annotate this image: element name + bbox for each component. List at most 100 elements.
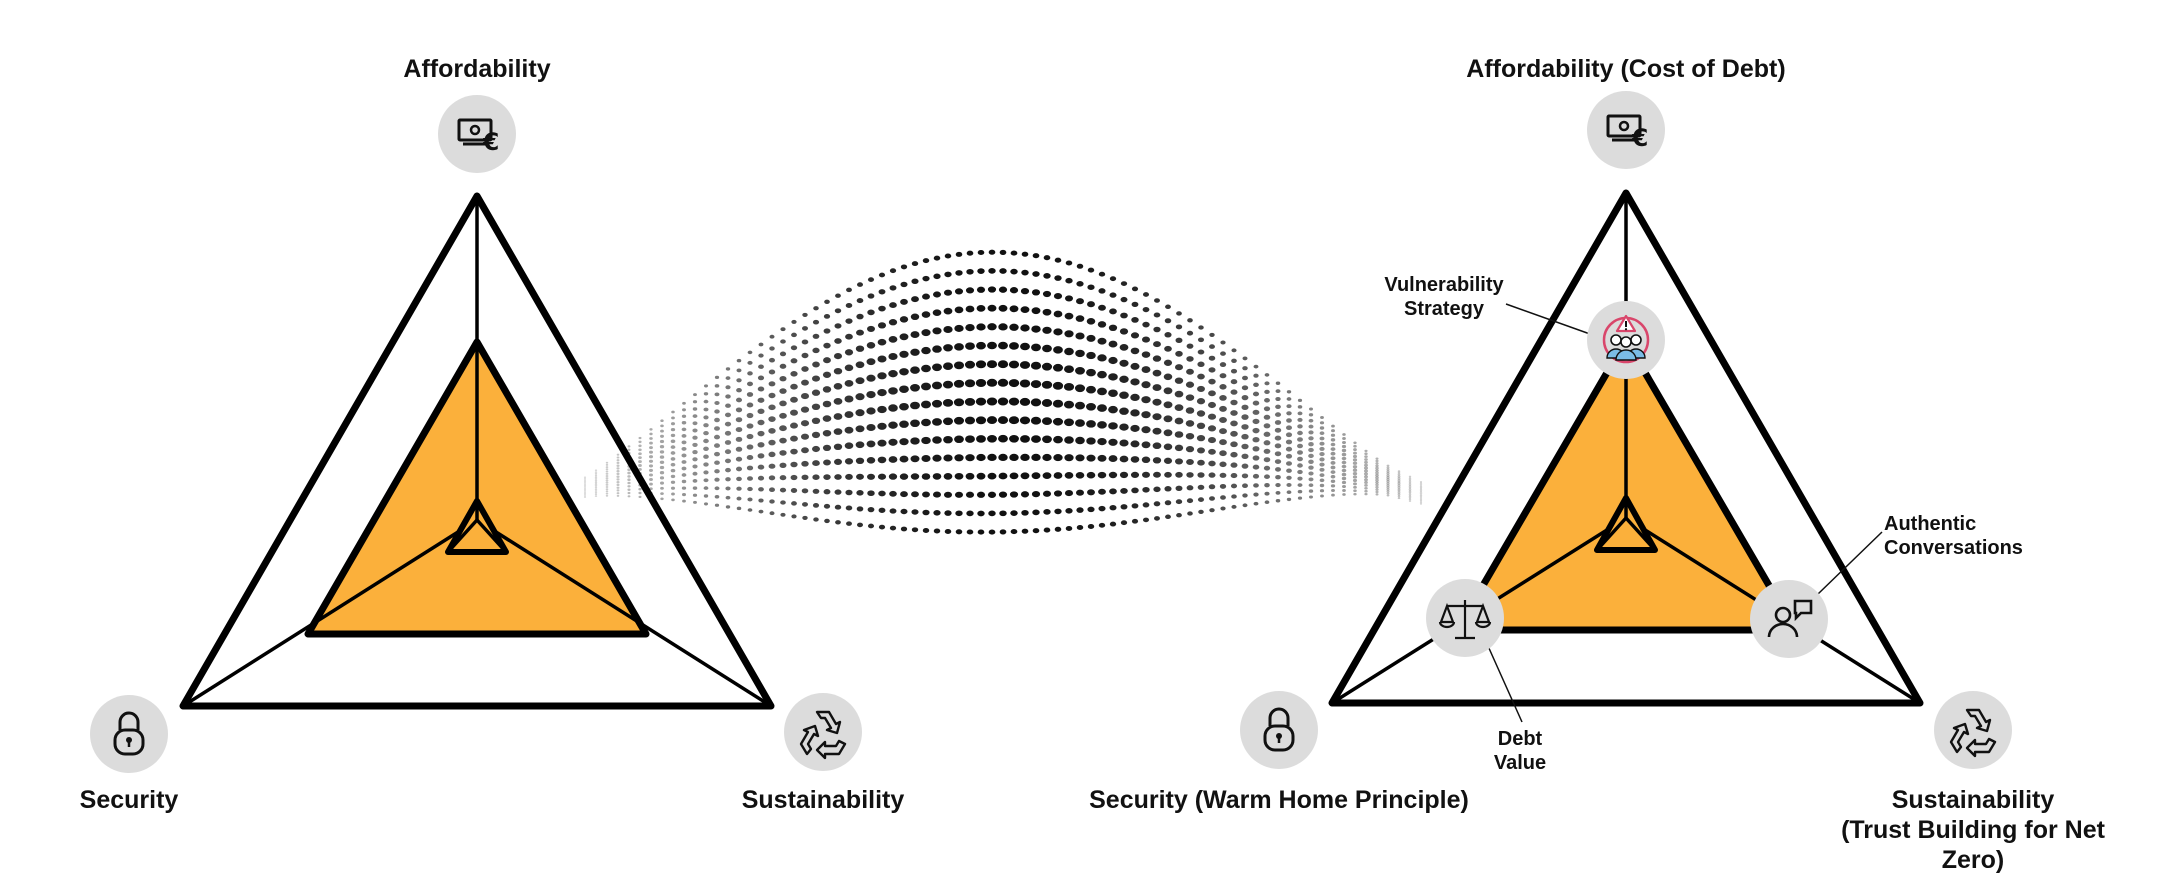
wave-dot (1319, 473, 1325, 478)
wave-dot (768, 428, 776, 434)
wave-dot (997, 378, 1009, 387)
wave-dot (1297, 417, 1303, 422)
wave-dot (1142, 336, 1150, 343)
wave-dot (747, 486, 753, 492)
wave-dot (822, 415, 832, 422)
wave-dot (845, 333, 853, 340)
wave-dot (692, 435, 698, 440)
wave-dot (1208, 390, 1216, 397)
wave-dot (1397, 495, 1401, 498)
wave-dot (790, 383, 798, 390)
wave-dot (1419, 503, 1423, 505)
wave-dot (605, 472, 609, 475)
wave-dot (1242, 375, 1248, 381)
wave-dot (1320, 416, 1324, 419)
wave-dot (954, 454, 964, 462)
wave-dot (1219, 472, 1227, 478)
wave-dot (1319, 462, 1325, 467)
wave-dot (975, 416, 987, 425)
wave-dot (779, 400, 787, 407)
wave-dot (1043, 273, 1051, 279)
wave-dot (1219, 395, 1227, 401)
wave-dot (1331, 429, 1335, 433)
wave-dot (1065, 260, 1073, 266)
wave-dot (1053, 490, 1063, 497)
wave-dot (1064, 347, 1074, 356)
wave-dot (660, 424, 664, 428)
wave-dot (1142, 321, 1150, 328)
wave-dot (988, 510, 996, 517)
wave-dot (1297, 424, 1303, 429)
wave-dot (660, 497, 664, 501)
wave-dot (1253, 483, 1259, 488)
wave-dot (660, 419, 664, 423)
wave-dot (627, 468, 631, 472)
wave-dot (966, 510, 974, 517)
wave-dot (987, 491, 997, 498)
wave-dot (1164, 500, 1172, 506)
wave-dot (1263, 423, 1271, 429)
authentic-leader-line (1817, 531, 1883, 595)
wave-dot (1065, 277, 1073, 284)
wave-dot (1264, 483, 1270, 488)
wave-dot (1230, 379, 1238, 385)
wave-dot (943, 325, 953, 334)
wave-dot (649, 450, 653, 454)
wave-dot (735, 397, 743, 403)
wave-dot (1275, 498, 1281, 503)
wave-dot (1274, 412, 1282, 417)
vulnerability-leader-line (1505, 303, 1591, 335)
wave-dot (1342, 484, 1346, 489)
wave-dot (1286, 425, 1292, 431)
wave-dot (811, 403, 821, 411)
wave-dot (899, 350, 909, 358)
wave-dot (768, 475, 776, 481)
wave-dot (605, 485, 609, 489)
wave-dot (813, 517, 819, 522)
wave-dot (1230, 451, 1238, 458)
wave-dot (846, 521, 852, 526)
wave-dot (1252, 391, 1260, 397)
wave-dot (1174, 390, 1184, 398)
wave-dot (1397, 482, 1401, 485)
wave-dot (660, 429, 664, 433)
wave-dot (1075, 436, 1085, 445)
wave-dot (1097, 404, 1107, 412)
wave-dot (1297, 398, 1303, 403)
wave-dot (1297, 496, 1303, 500)
wave-dot (867, 490, 875, 497)
wave-dot (1020, 324, 1030, 332)
wave-dot (1241, 385, 1249, 391)
wave-dot (855, 345, 865, 352)
wave-dot (801, 379, 809, 386)
wave-dot (1386, 494, 1390, 497)
wave-dot (1230, 389, 1238, 395)
wave-dot (746, 412, 754, 419)
wave-dot (1131, 301, 1139, 308)
wave-dot (976, 435, 986, 443)
wave-dot (714, 375, 720, 380)
wave-dot (844, 395, 854, 403)
wave-dot (638, 456, 642, 460)
wave-dot (1308, 442, 1314, 447)
wave-dot (757, 419, 765, 426)
wave-dot (1197, 349, 1205, 355)
wave-dot (758, 498, 764, 503)
wave-dot (1263, 440, 1271, 446)
wave-dot (867, 277, 875, 282)
wave-dot (802, 312, 808, 317)
wave-dot (812, 375, 820, 382)
wave-dot (1031, 453, 1041, 462)
wave-dot (1408, 485, 1412, 488)
wave-dot (1174, 377, 1184, 384)
wave-dot (1408, 475, 1412, 478)
wave-dot (833, 413, 843, 420)
wave-dot (899, 473, 909, 480)
wave-dot (1119, 407, 1129, 415)
wave-dot (1052, 363, 1064, 372)
wave-dot (1043, 527, 1051, 533)
wave-dot (735, 417, 743, 423)
wave-dot (1152, 427, 1162, 435)
wave-dot (1087, 267, 1095, 273)
wave-dot (757, 442, 765, 448)
